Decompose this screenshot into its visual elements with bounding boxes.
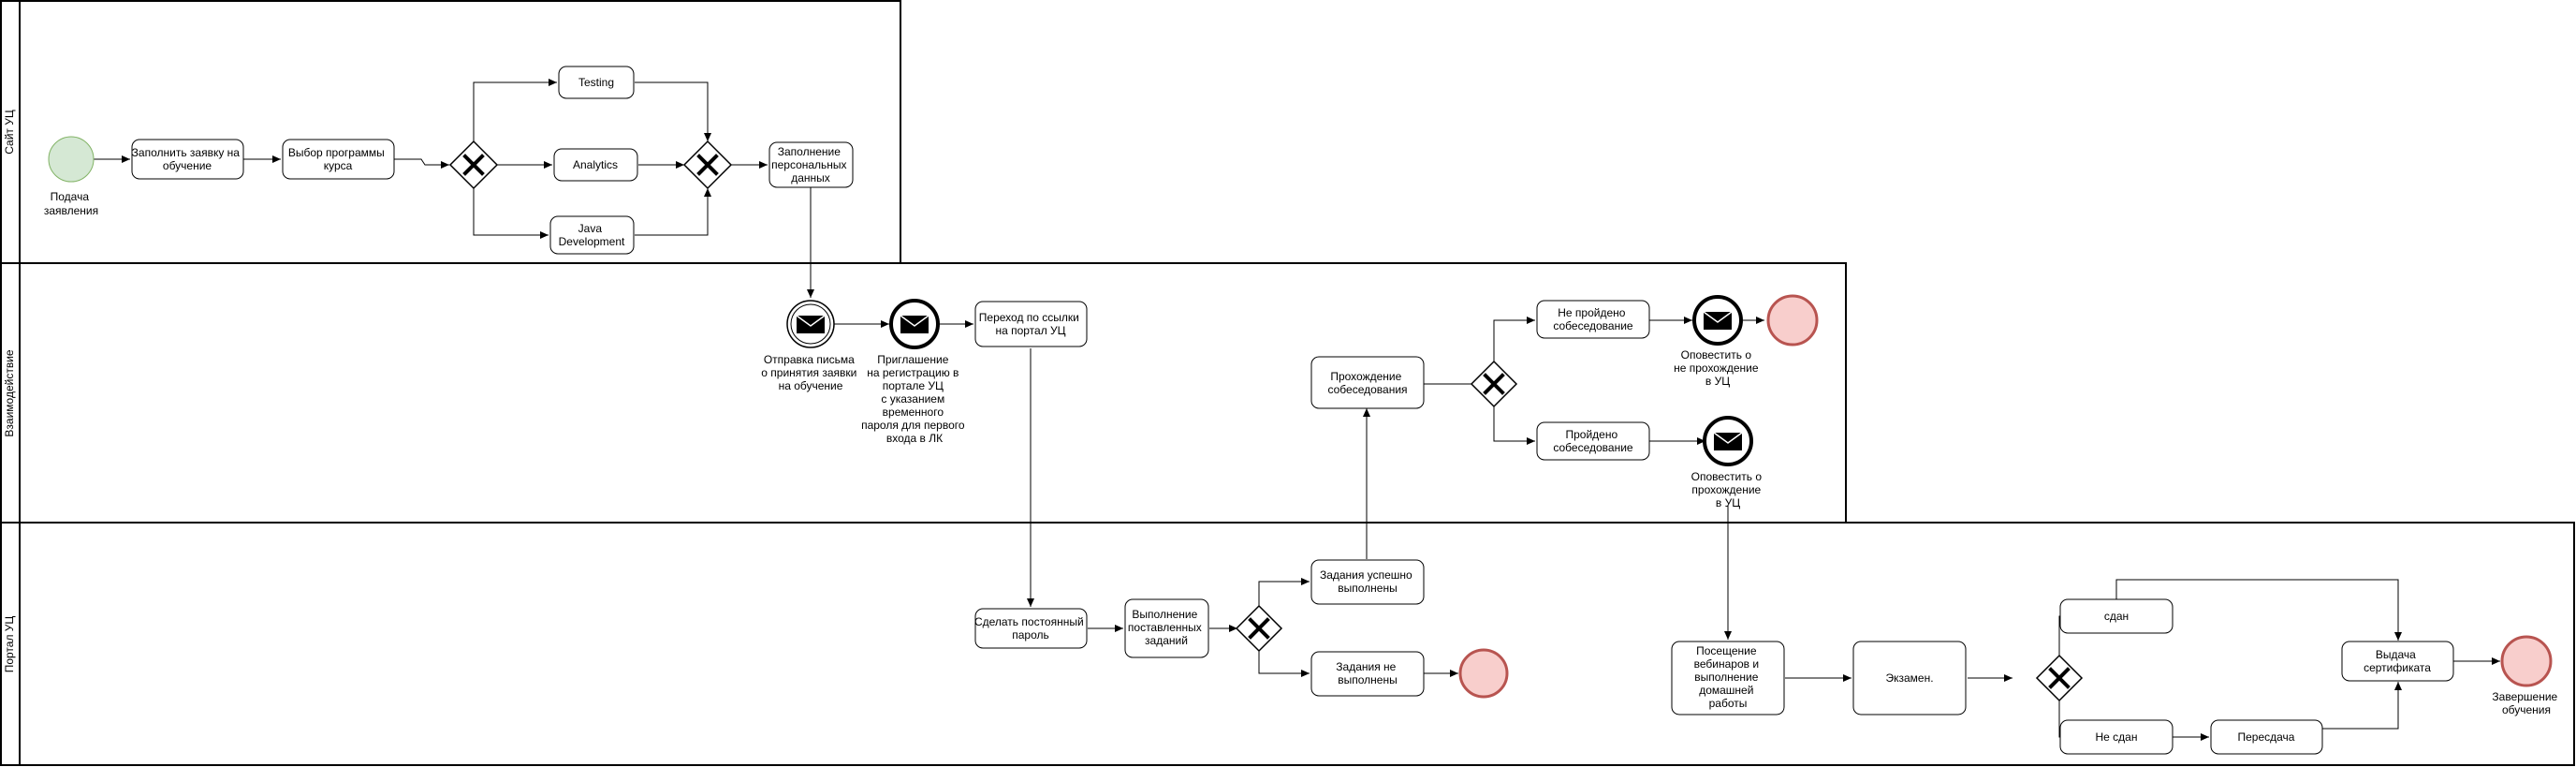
start-event-label: Подача заявления [44,190,98,217]
lane-title-portal: Портал УЦ [3,616,16,673]
end-event-training-label: Завершение обучения [2492,690,2560,716]
task-permanent-password: Сделать постоянный пароль [974,608,1088,649]
msg-notify-pass [1703,416,1753,466]
task-interview-passed: Пройдено собеседование [1536,421,1650,461]
svg-text:Выбор программы курса: Выбор программы курса [288,146,388,172]
start-event [48,136,95,183]
svg-text:Не сдан: Не сдан [2096,730,2138,744]
svg-text:Testing: Testing [578,76,614,89]
svg-text:Пройдено собеседование: Пройдено собеседование [1553,428,1633,454]
gateway-program-split [448,140,499,190]
gateway-interview [1470,360,1518,408]
svg-text:Экзамен.: Экзамен. [1885,671,1933,685]
end-event-training [2500,635,2553,687]
svg-text:Заполнить заявку на обуч: Заполнить заявку на обучение [132,146,243,172]
svg-text:Java Development: Java Development [559,222,625,248]
task-retake: Пересдача [2210,719,2323,755]
task-choose-program: Выбор программы курса [282,139,395,180]
svg-text:Задания успешно выполнен: Задания успешно выполнены [1320,568,1415,595]
svg-text:Выполнение поставленных: Выполнение поставленных заданий [1128,608,1205,647]
envelope-icon [900,315,929,333]
lane-site: Сайт УЦ [0,0,901,264]
msg-notify-fail [1692,295,1743,346]
msg-invitation [889,299,940,349]
task-analytics: Analytics [553,148,638,182]
svg-text:Заполнение персональных: Заполнение персональных данных [771,145,850,184]
task-follow-link: Переход по ссылки на портал УЦ [974,301,1088,347]
task-certificate: Выдача сертификата [2341,641,2454,682]
gateway-exam [2035,654,2084,702]
task-webinars: Посещение вебинаров и выполнение домашне… [1671,641,1785,715]
task-personal-data: Заполнение персональных данных [768,141,854,188]
msg-notify-fail-label: Оповестить о не прохождение в УЦ [1674,348,1762,388]
svg-text:Задания не выполнены: Задания не выполнены [1336,660,1398,686]
end-event-assignments-fail [1458,648,1509,699]
lane-title-site: Сайт УЦ [3,110,16,155]
svg-text:Прохождение собеседовани: Прохождение собеседования [1327,370,1407,396]
gateway-assignments [1235,604,1283,653]
end-event-interview-fail [1766,294,1819,347]
svg-text:Переход по ссылки на пор: Переход по ссылки на портал УЦ [979,311,1082,337]
msg-send-letter-label: Отправка письма о принятия заявки на обу… [761,353,859,392]
lane-portal: Портал УЦ [0,522,2575,766]
msg-invitation-label: Приглашение на регистрацию в портале УЦ … [861,353,968,445]
task-passed: сдан [2059,598,2174,634]
task-interview: Прохождение собеседования [1310,356,1425,409]
task-interview-failed: Не пройдено собеседование [1536,300,1650,339]
task-java-development: Java Development [549,215,635,255]
gateway-program-join [682,140,733,190]
svg-text:Выдача сертификата: Выдача сертификата [2364,648,2431,674]
svg-text:Не пройдено собеседовани: Не пройдено собеседование [1553,306,1633,332]
task-testing: Testing [558,66,635,99]
task-exam: Экзамен. [1852,641,1967,715]
task-not-passed: Не сдан [2059,719,2174,755]
svg-text:Посещение вебинаров и: Посещение вебинаров и выполнение домашне… [1694,644,1763,710]
envelope-icon [1713,432,1743,450]
lane-title-interaction: Взаимодействие [3,349,16,436]
svg-text:сдан: сдан [2104,610,2129,623]
msg-send-letter [786,300,835,348]
task-fill-application: Заполнить заявку на обучение [131,139,244,180]
svg-text:Analytics: Analytics [573,158,618,171]
task-assignments-failed: Задания не выполнены [1310,651,1425,697]
envelope-icon [796,315,826,333]
task-assignments-success: Задания успешно выполнены [1310,559,1425,605]
svg-text:Пересдача: Пересдача [2238,730,2295,744]
msg-notify-pass-label: Оповестить о прохождение в УЦ [1691,470,1765,509]
svg-text:Сделать постоянный парол: Сделать постоянный пароль [974,615,1087,642]
envelope-icon [1703,311,1733,330]
task-do-assignments: Выполнение поставленных заданий [1124,598,1209,658]
